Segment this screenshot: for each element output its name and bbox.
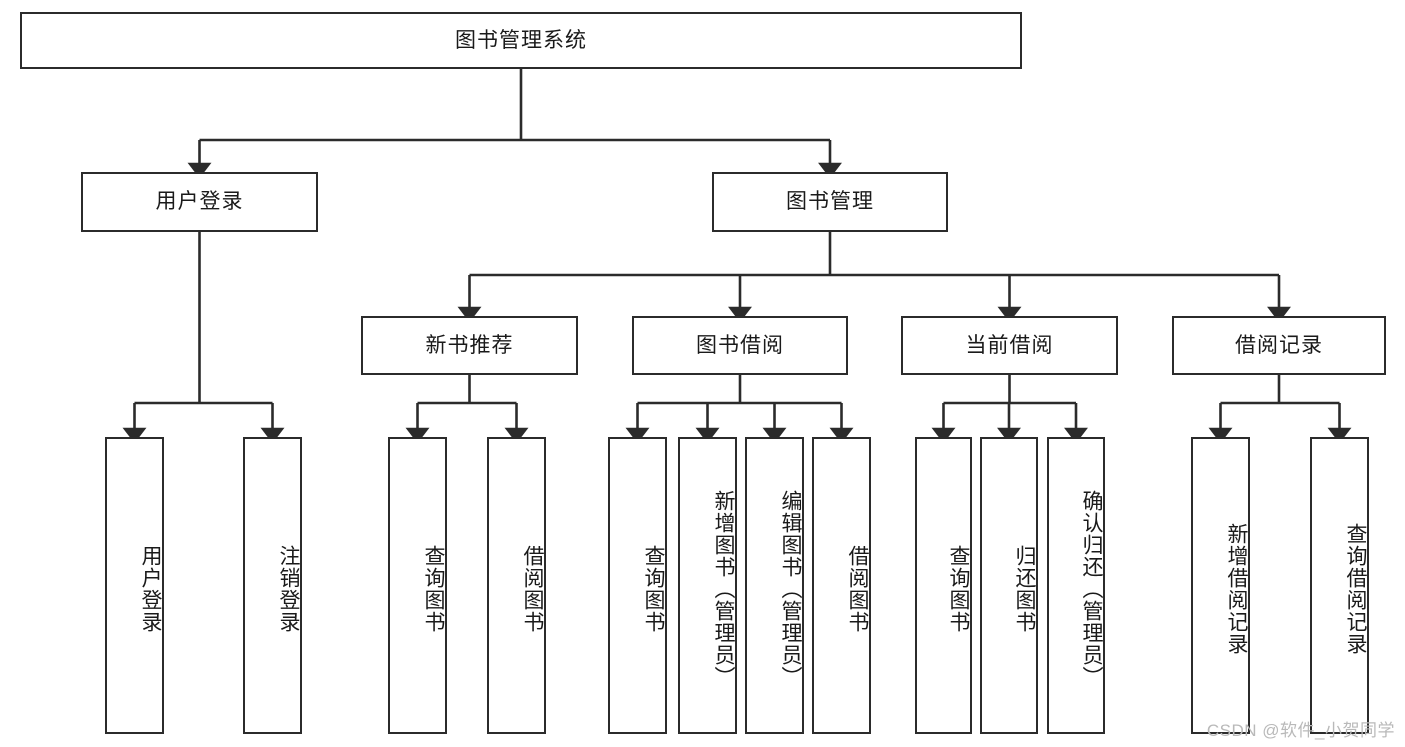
node-label: 查询借阅记录 — [1344, 522, 1367, 655]
node-label: 借阅图书 — [521, 544, 544, 633]
node-label: 查询图书 — [642, 544, 665, 633]
node-leaf-edit-book[interactable]: 编辑图书（管理员） — [745, 437, 804, 734]
node-label: 编辑图书（管理员） — [779, 489, 802, 688]
node-label: 新增借阅记录 — [1225, 522, 1248, 655]
node-label: 归还图书 — [1013, 544, 1036, 633]
node-leaf-query-cb[interactable]: 查询图书 — [915, 437, 972, 734]
node-borrow-record[interactable]: 借阅记录 — [1172, 316, 1386, 375]
node-label: 查询图书 — [947, 544, 970, 633]
node-leaf-add-rec[interactable]: 新增借阅记录 — [1191, 437, 1250, 734]
node-leaf-logout[interactable]: 注销登录 — [243, 437, 302, 734]
node-label: 新增图书（管理员） — [712, 489, 735, 688]
node-label: 图书管理 — [786, 190, 874, 214]
node-new-book-rec[interactable]: 新书推荐 — [361, 316, 578, 375]
node-leaf-query-nb[interactable]: 查询图书 — [388, 437, 447, 734]
node-label: 借阅图书 — [846, 544, 869, 633]
node-label: 当前借阅 — [965, 333, 1054, 357]
node-user-login[interactable]: 用户登录 — [81, 172, 318, 232]
node-label: 确认归还（管理员） — [1080, 489, 1103, 688]
node-leaf-borrow-bb[interactable]: 借阅图书 — [812, 437, 871, 734]
node-leaf-add-book[interactable]: 新增图书（管理员） — [678, 437, 737, 734]
node-label: 注销登录 — [277, 544, 300, 633]
node-label: 用户登录 — [139, 544, 162, 633]
node-leaf-user-login[interactable]: 用户登录 — [105, 437, 164, 734]
node-label: 借阅记录 — [1235, 333, 1323, 357]
node-root[interactable]: 图书管理系统 — [20, 12, 1022, 69]
node-label: 新书推荐 — [425, 333, 514, 357]
node-current-borrow[interactable]: 当前借阅 — [901, 316, 1118, 375]
node-leaf-return[interactable]: 归还图书 — [980, 437, 1038, 734]
node-book-manage[interactable]: 图书管理 — [712, 172, 948, 232]
node-label: 图书借阅 — [696, 333, 784, 357]
node-label: 查询图书 — [422, 544, 445, 633]
node-leaf-borrow-nb[interactable]: 借阅图书 — [487, 437, 546, 734]
node-leaf-confirm[interactable]: 确认归还（管理员） — [1047, 437, 1105, 734]
node-leaf-query-bb[interactable]: 查询图书 — [608, 437, 667, 734]
node-label: 用户登录 — [155, 190, 244, 214]
node-label: 图书管理系统 — [455, 28, 587, 52]
node-leaf-query-rec[interactable]: 查询借阅记录 — [1310, 437, 1369, 734]
node-book-borrow[interactable]: 图书借阅 — [632, 316, 848, 375]
watermark: CSDN @软件_小贺同学 — [1206, 721, 1395, 740]
